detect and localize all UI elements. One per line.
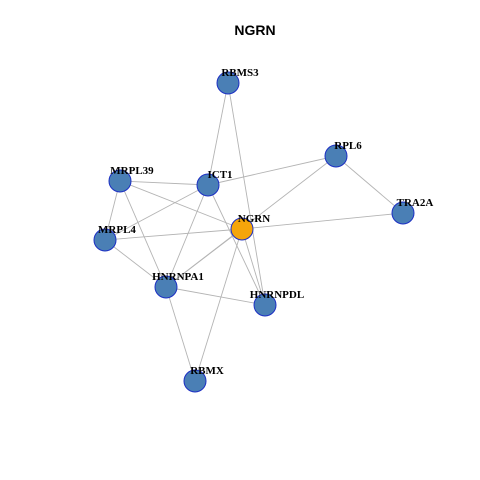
- edge-mrpl39-ngrn: [119, 180, 243, 230]
- edge-ngrn-tra2a: [241, 212, 404, 230]
- node-ict1[interactable]: [196, 173, 220, 197]
- edge-mrpl4-hnrnpa1: [104, 239, 167, 288]
- edge-rbms3-ict1: [207, 82, 229, 186]
- node-mrpl4[interactable]: [93, 228, 117, 252]
- edge-hnrnpa1-hnrnpdl: [165, 286, 266, 306]
- edge-rpl6-tra2a: [335, 155, 404, 214]
- node-hnrnpa1[interactable]: [154, 275, 178, 299]
- node-label-ict1: ICT1: [207, 169, 232, 181]
- node-label-mrpl39: MRPL39: [110, 165, 154, 177]
- edge-mrpl39-ict1: [119, 180, 209, 186]
- node-hnrnpdl[interactable]: [253, 293, 277, 317]
- node-label-rpl6: RPL6: [334, 140, 362, 152]
- edge-ict1-hnrnpdl: [207, 184, 266, 306]
- edge-ngrn-rbmx: [194, 228, 243, 382]
- edge-ngrn-hnrnpdl: [241, 228, 266, 306]
- edge-rpl6-ict1: [207, 155, 337, 186]
- edge-layer: [104, 82, 404, 382]
- node-ngrn[interactable]: [230, 217, 254, 241]
- node-label-tra2a: TRA2A: [397, 197, 434, 209]
- node-rbms3[interactable]: [216, 71, 240, 95]
- node-rbmx[interactable]: [183, 369, 207, 393]
- node-layer: [93, 71, 415, 393]
- edge-ict1-hnrnpa1: [165, 184, 209, 288]
- node-label-ngrn: NGRN: [238, 213, 270, 225]
- node-label-mrpl4: MRPL4: [98, 224, 136, 236]
- edge-rbms3-hnrnpdl: [227, 82, 266, 306]
- node-rpl6[interactable]: [324, 144, 348, 168]
- edge-ngrn-hnrnpa1: [165, 228, 243, 288]
- edge-ngrn-mrpl4: [104, 228, 243, 241]
- edge-ict1-mrpl4: [104, 184, 209, 241]
- graph-title: NGRN: [234, 22, 275, 38]
- node-tra2a[interactable]: [391, 201, 415, 225]
- node-mrpl39[interactable]: [108, 169, 132, 193]
- edge-hnrnpa1-rbmx: [165, 286, 196, 382]
- node-label-hnrnpa1: HNRNPA1: [152, 271, 204, 283]
- node-label-hnrnpdl: HNRNPDL: [250, 289, 304, 301]
- node-label-rbmx: RBMX: [190, 365, 224, 377]
- node-label-rbms3: RBMS3: [221, 67, 259, 79]
- edge-mrpl39-hnrnpa1: [119, 180, 167, 288]
